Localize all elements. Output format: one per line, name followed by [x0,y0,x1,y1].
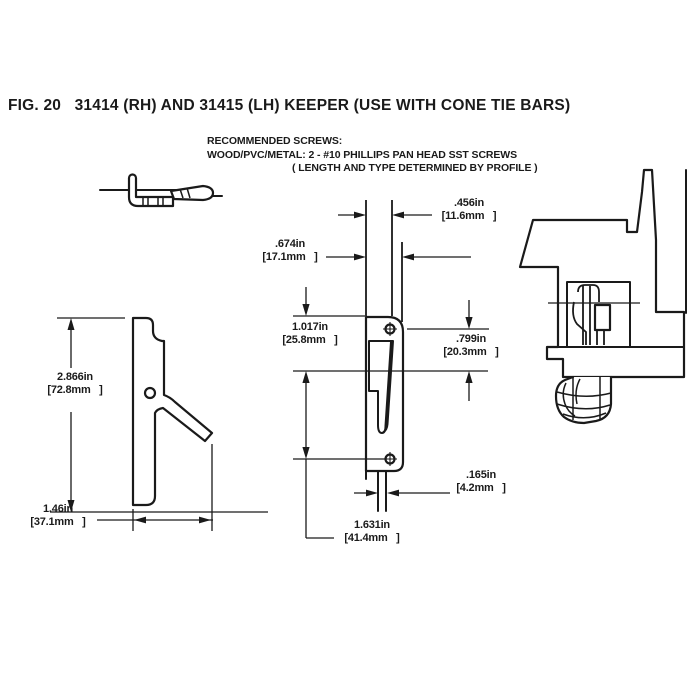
arrow-right-icon [199,516,211,524]
arrow-left-icon [387,489,399,497]
bracket-serrations [142,197,164,206]
dimension-label-1631: 1.631in [41.4mm ] [331,519,413,545]
dimension-inches: 1.46in [43,503,73,515]
dimension-label-1017: 1.017in [25.8mm ] [270,321,350,347]
arrow-down-icon [67,500,75,512]
dimension-inches: 1.631in [354,519,390,531]
screw-notes: RECOMMENDED SCREWS: WOOD/PVC/METAL: 2 - … [207,135,538,176]
note-line-1: RECOMMENDED SCREWS: [207,135,343,147]
dimension-label-456: .456in [11.6mm ] [432,197,506,223]
dimension-mm: [25.8mm ] [282,334,338,346]
arrow-down-icon [302,304,310,316]
dimension-mm: [20.3mm ] [443,346,499,358]
dimension-inches: .674in [275,238,305,250]
keeper-hook [572,301,587,345]
arrow-down-icon [302,447,310,459]
dimension-inches: .799in [456,333,486,345]
note-line-2: WOOD/PVC/METAL: 2 - #10 PHILLIPS PAN HEA… [207,148,518,161]
dimension-inches: 1.017in [292,321,328,333]
arrow-up-icon [465,371,473,383]
dim-line-1631 [305,383,334,539]
screw-hole-side-view [143,386,157,400]
extension-lines-side [50,317,268,531]
arrow-right-icon [354,253,366,261]
front-view [293,200,489,539]
tongue-cutout [368,340,394,434]
dimension-mm: [17.1mm ] [262,251,318,263]
top-view [99,173,223,208]
screw-hole-bottom-crosshair [383,452,397,466]
dimension-label-overall-height: 2.866in [72.8mm ] [36,371,114,397]
dimension-mm: [41.4mm ] [344,532,400,544]
figure-title: FIG. 20 31414 (RH) AND 31415 (LH) KEEPER… [8,97,571,114]
arrow-up-icon [302,371,310,383]
dimension-inches: .456in [454,197,484,209]
arrow-left-icon [392,211,404,219]
dimension-mm: [4.2mm ] [456,482,506,494]
dimension-label-depth: 1.46in [37.1mm ] [20,503,96,529]
profile-phantom-lines [365,200,403,322]
tongue-edge-lines [365,470,387,512]
arrow-down-icon [465,317,473,329]
side-view [50,316,268,531]
tie-bar-block [593,303,612,332]
dimension-label-674: .674in [17.1mm ] [257,238,323,264]
dimension-label-799: .799in [20.3mm ] [434,333,508,359]
keeper-plate-front [364,315,405,473]
keeper-tongue-top-view [169,184,215,202]
cone-contour-lines [556,377,612,420]
keeper-side-profile [131,316,214,507]
keeper-edge-section [582,286,591,345]
dimension-inches: .165in [466,469,496,481]
dimension-mm: [37.1mm ] [30,516,86,528]
screw-hole-top-crosshair [383,322,397,336]
dimension-mm: [72.8mm ] [47,384,103,396]
installed-view [518,168,687,425]
arrow-up-icon [67,318,75,330]
arrow-right-icon [354,211,366,219]
arrow-left-icon [402,253,414,261]
arrow-left-icon [134,516,146,524]
dimension-label-165: .165in [4.2mm ] [450,469,512,495]
keeper-pocket [566,281,631,348]
tongue-bend-lines [179,187,191,199]
extension-lines-front [293,315,489,460]
note-line-3: ( LENGTH AND TYPE DETERMINED BY PROFILE … [292,162,538,174]
dimension-mm: [11.6mm ] [441,210,497,222]
dimension-inches: 2.866in [57,371,93,383]
tie-bar-legs [596,330,605,345]
keeper-bracket-top-view [127,173,175,208]
frame-profile-outline [518,168,686,379]
arrow-right-icon [366,489,378,497]
keeper-hook-top [577,284,600,302]
